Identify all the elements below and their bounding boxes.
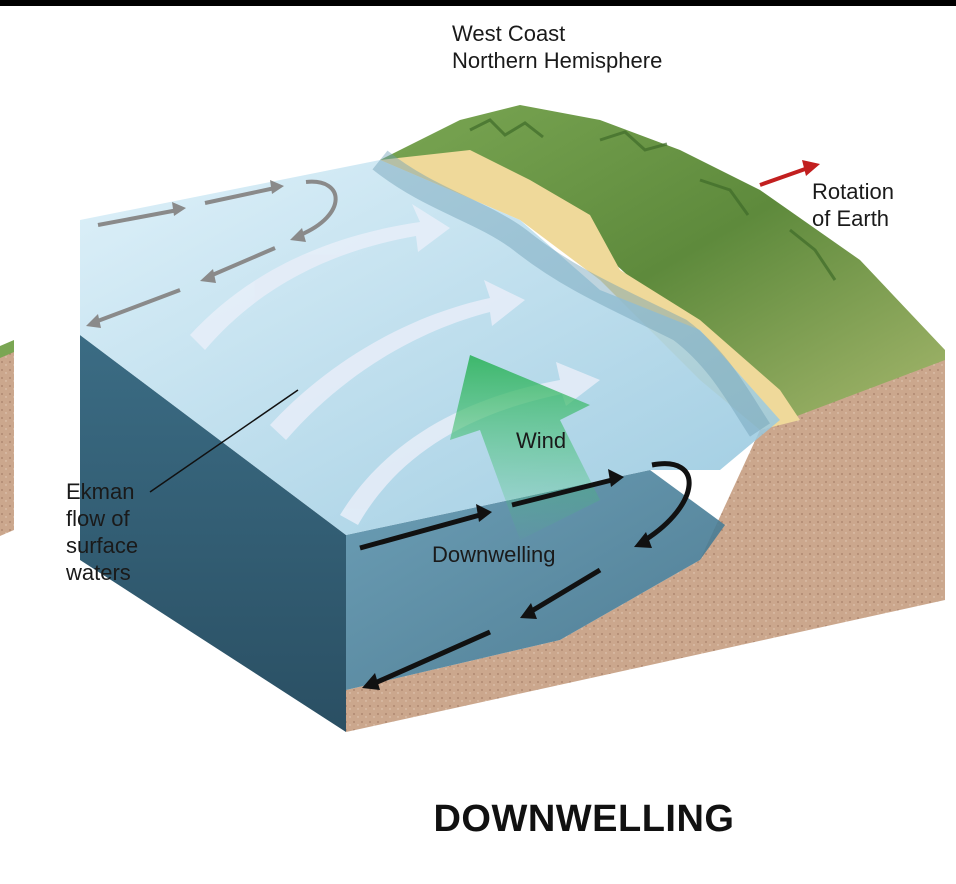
left-block-fragment bbox=[0, 340, 14, 536]
downwelling-label: Downwelling bbox=[432, 541, 556, 568]
rotation-label: Rotation of Earth bbox=[812, 178, 894, 232]
wind-label: Wind bbox=[516, 427, 566, 454]
rotation-arrow bbox=[760, 160, 820, 185]
ekman-label: Ekman flow of surface waters bbox=[66, 478, 138, 586]
location-label: West Coast Northern Hemisphere bbox=[452, 20, 662, 74]
diagram-caption: DOWNWELLING bbox=[0, 798, 956, 841]
